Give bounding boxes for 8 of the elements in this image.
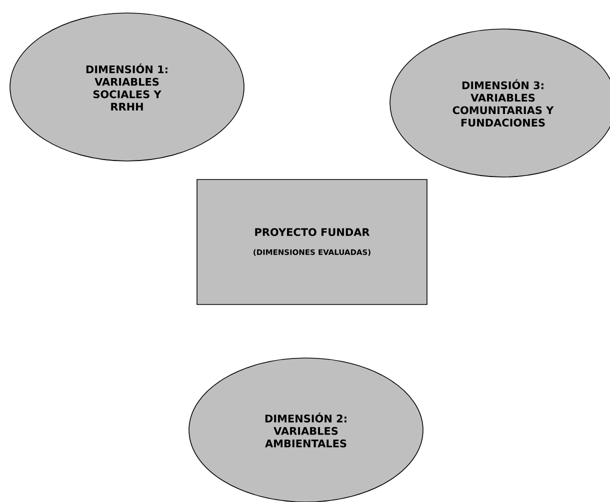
project-box [196,179,428,305]
dimension-ellipse [390,28,610,178]
node-title: DIMENSIÓN 1: VARIABLES SOCIALES Y RRHH [86,63,168,111]
dimension-ellipse [188,358,424,502]
node-title: DIMENSIÓN 3: VARIABLES COMUNITARIAS Y FUNDACIONES [452,79,554,127]
dimension-ellipse [10,12,244,162]
node-title: PROYECTO FUNDAR [255,228,370,236]
node-title: DIMENSIÓN 2: VARIABLES AMBIENTALES [265,412,346,448]
